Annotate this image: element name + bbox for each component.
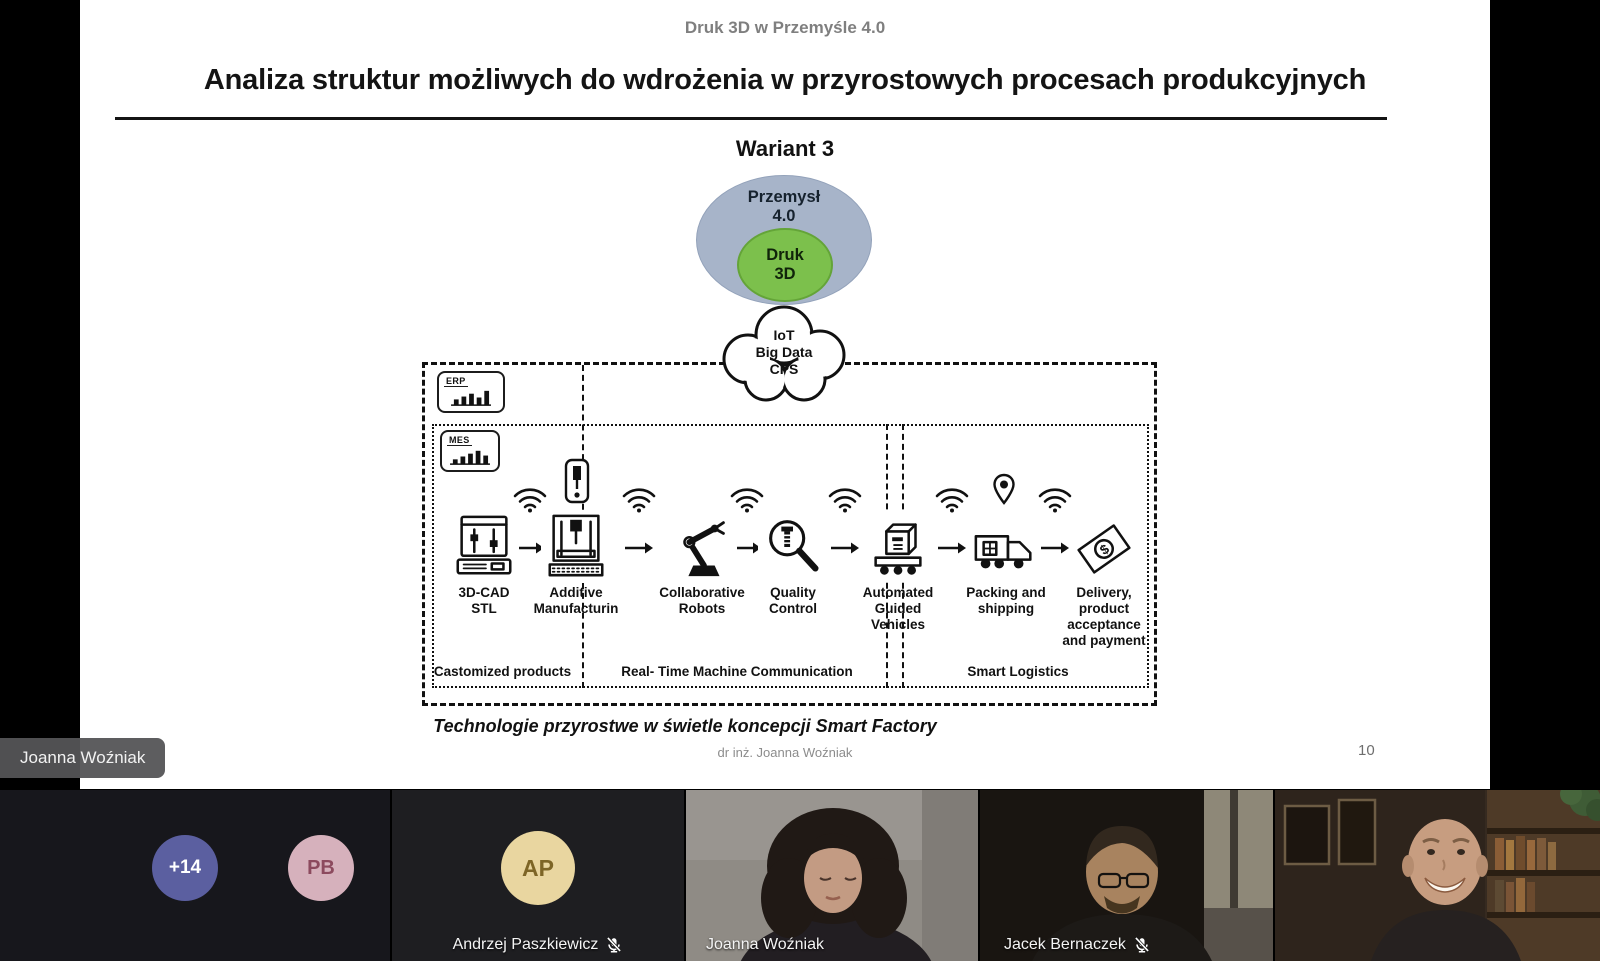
payment-icon: $: [1069, 512, 1139, 582]
process-step: Packing and shipping: [958, 512, 1054, 617]
zone-label-machine-communication: Real- Time Machine Communication: [621, 664, 853, 679]
agv-cart-icon: [863, 512, 933, 582]
wifi-icon: [1038, 488, 1072, 513]
mes-chart-icon: [450, 450, 490, 465]
venn-inner-ellipse: Druk 3D: [737, 228, 833, 302]
venn-outer-label: Przemysł 4.0: [747, 188, 821, 225]
venn-outer-ellipse: Przemysł 4.0 Druk 3D: [696, 175, 872, 305]
wifi-icon: [828, 488, 862, 513]
participant-name: Joanna Woźniak: [706, 936, 824, 953]
participant-namebar: Andrzej Paszkiewicz: [392, 936, 684, 954]
robot-arm-icon: [667, 512, 737, 582]
mes-label: MES: [447, 435, 472, 446]
participant-tile-joanna[interactable]: Joanna Woźniak: [686, 790, 978, 961]
participant-tile-overflow[interactable]: +14 PB: [0, 790, 390, 961]
slide-footer-author: dr inż. Joanna Woźniak: [717, 745, 853, 760]
magnifier-icon: [758, 512, 828, 582]
video-feed-participant: [1275, 790, 1600, 961]
avatar-ap: AP: [501, 831, 575, 905]
process-step-label: Additive Manufacturin: [533, 585, 619, 616]
figure-caption: Technologie przyrostwe w świetle koncepc…: [433, 716, 937, 736]
wifi-icon: [513, 488, 547, 513]
handheld-device-icon: [564, 458, 590, 504]
process-step-label: Collaborative Robots: [659, 585, 745, 616]
participant-tile-unnamed[interactable]: [1275, 790, 1600, 961]
participant-tile-andrzej[interactable]: AP Andrzej Paszkiewicz: [392, 790, 684, 961]
arrow-right-icon: [1041, 542, 1069, 554]
participant-name: Jacek Bernaczek: [1004, 936, 1126, 953]
process-step-label: 3D-CAD STL: [458, 585, 510, 616]
process-step-label: Delivery, product acceptance and payment: [1062, 585, 1146, 648]
avatar-overflow-count: +14: [152, 835, 218, 901]
cad-workstation-icon: [449, 512, 519, 582]
avatar-pb: PB: [288, 835, 354, 901]
slide-title: Analiza struktur możliwych do wdrożenia …: [203, 64, 1367, 96]
video-feed-jacek: [980, 790, 1273, 961]
presenter-name-badge: Joanna Woźniak: [0, 738, 166, 778]
participant-tile-jacek[interactable]: Jacek Bernaczek: [980, 790, 1273, 961]
wifi-icon: [935, 488, 969, 513]
arrow-right-icon: [831, 542, 859, 554]
process-step-label: Packing and shipping: [966, 585, 1046, 616]
process-step: $ Delivery, product acceptance and payme…: [1056, 512, 1152, 649]
erp-system-box: ERP: [437, 371, 505, 413]
title-underline: [115, 117, 1387, 120]
cloud-outline: [722, 305, 846, 402]
erp-chart-icon: [451, 390, 491, 406]
participant-name: Andrzej Paszkiewicz: [452, 936, 599, 953]
printer-3d-icon: [541, 512, 611, 582]
mes-system-box: MES: [440, 430, 500, 472]
process-step: Quality Control: [745, 512, 841, 617]
arrow-right-icon: [938, 542, 966, 554]
slide-page-number: 10: [1358, 742, 1375, 759]
process-step-label: Quality Control: [769, 585, 817, 616]
zone-label-smart-logistics: Smart Logistics: [967, 664, 1069, 679]
truck-icon: [971, 512, 1041, 582]
inner-dotted-frame: [432, 424, 1149, 688]
wifi-icon: [730, 488, 764, 513]
process-step: Automated Guided Vehicles: [850, 512, 946, 633]
participant-namebar: Joanna Woźniak: [706, 936, 824, 954]
wifi-icon: [622, 488, 656, 513]
cloud-shape: IoT Big Data CPS: [708, 302, 860, 410]
process-step: Collaborative Robots: [654, 512, 750, 617]
cloud-label: IoT Big Data CPS: [755, 327, 813, 377]
mic-off-icon: [607, 936, 622, 953]
mic-off-icon: [1134, 936, 1150, 953]
participant-strip: +14 PB AP Andrzej Paszkiewicz: [0, 790, 1600, 961]
arrow-right-icon: [625, 542, 653, 554]
video-feed-joanna: [686, 790, 978, 961]
zone-label-customized-products: Castomized products: [433, 664, 572, 679]
process-step: 3D-CAD STL: [436, 512, 532, 617]
erp-label: ERP: [444, 376, 468, 387]
variant-label: Wariant 3: [735, 136, 835, 161]
participant-namebar: Jacek Bernaczek: [1004, 936, 1151, 954]
process-step: Additive Manufacturin: [528, 512, 624, 617]
shared-slide: Druk 3D w Przemyśle 4.0 Analiza struktur…: [80, 0, 1490, 789]
map-pin-icon: [993, 473, 1015, 505]
process-step-label: Automated Guided Vehicles: [862, 585, 934, 632]
arrow-right-icon: [516, 542, 544, 554]
slide-header: Druk 3D w Przemyśle 4.0: [684, 18, 886, 37]
